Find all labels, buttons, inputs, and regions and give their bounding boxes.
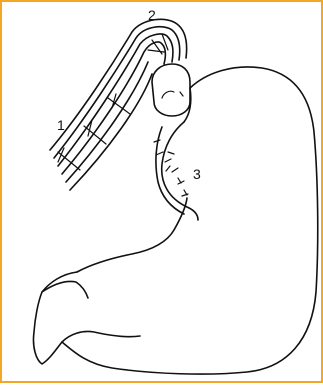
- label-2: 2: [148, 7, 156, 23]
- stomach-outline: [33, 67, 317, 374]
- label-1: 1: [57, 117, 65, 133]
- plication-region: [154, 88, 198, 220]
- fiber-band: [50, 19, 187, 190]
- label-3: 3: [193, 166, 201, 182]
- esophagus-stump: [152, 64, 190, 116]
